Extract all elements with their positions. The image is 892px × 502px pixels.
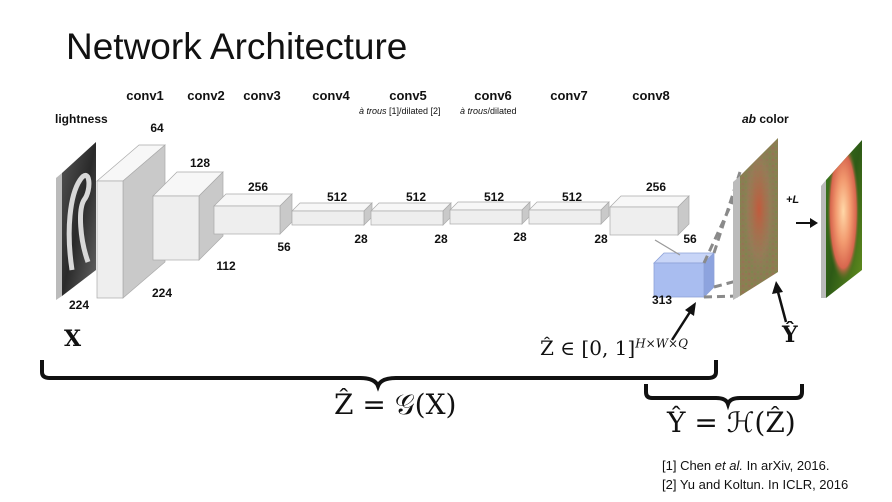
conv8-to-prob-line bbox=[654, 239, 681, 256]
probability-block bbox=[653, 252, 715, 298]
conv4-size-label: 28 bbox=[354, 232, 368, 246]
layer-name-conv2: conv2 bbox=[187, 88, 225, 103]
reference-2: [2] Yu and Koltun. In ICLR, 2016 bbox=[662, 477, 848, 492]
conv2-size-label: 112 bbox=[216, 259, 236, 273]
reference-1-pre: [1] Chen bbox=[662, 458, 715, 473]
layer-name-conv8: conv8 bbox=[632, 88, 670, 103]
conv8-channels-label: 256 bbox=[645, 180, 667, 194]
reference-2-text: [2] Yu and Koltun. In ICLR, 2016 bbox=[662, 477, 849, 492]
conv6-note-rest: /dilated bbox=[487, 106, 517, 116]
conv5-channels-label: 512 bbox=[405, 190, 427, 204]
conv6-size-label: 28 bbox=[513, 230, 527, 244]
y-arrow bbox=[776, 291, 788, 323]
dashed-line-3 bbox=[713, 278, 741, 289]
conv8-size-label: 56 bbox=[683, 232, 697, 246]
z-hat-range-label: Ẑ ∈ [0, 1]H×W×Q bbox=[540, 336, 688, 360]
output-label: ab color bbox=[742, 112, 789, 126]
conv7-size-label: 28 bbox=[594, 232, 608, 246]
h-equation: Ŷ = ℋ(Ẑ) bbox=[667, 406, 796, 439]
layer-name-conv7: conv7 bbox=[550, 88, 588, 103]
conv-block-6 bbox=[449, 201, 531, 225]
conv-block-front bbox=[96, 180, 124, 299]
input-image bbox=[56, 142, 96, 300]
conv7-channels-label: 512 bbox=[561, 190, 583, 204]
ab-color-image bbox=[733, 138, 778, 300]
output-bins-label: 313 bbox=[651, 293, 673, 307]
colorized-output-image bbox=[821, 140, 862, 298]
conv-block-front bbox=[152, 195, 200, 261]
g-brace bbox=[40, 360, 718, 392]
conv-block-top bbox=[370, 202, 452, 212]
y-arrowhead bbox=[772, 281, 783, 294]
input-image-edge bbox=[56, 173, 62, 300]
ab-image-overlay bbox=[740, 138, 778, 296]
dashed-line-4 bbox=[703, 294, 739, 299]
conv-block-5 bbox=[370, 202, 452, 226]
input-label: lightness bbox=[55, 112, 108, 126]
layer-name-conv5: conv5 bbox=[389, 88, 427, 103]
conv-block-4 bbox=[291, 202, 373, 226]
conv5-note: à trous [1]/dilated [2] bbox=[359, 106, 441, 116]
output-label-italic: ab bbox=[742, 112, 757, 126]
conv-block-front bbox=[370, 210, 444, 226]
conv-block-2 bbox=[152, 171, 224, 261]
g-equation: Ẑ = 𝒢(X) bbox=[334, 388, 457, 421]
input-flamingo-shape bbox=[66, 172, 92, 271]
z-hat-range-exponent: H×W×Q bbox=[635, 336, 688, 351]
conv6-note-italic: à trous bbox=[460, 106, 488, 116]
conv-blocks bbox=[96, 144, 690, 299]
conv4-channels-label: 512 bbox=[326, 190, 348, 204]
output-image-bird bbox=[826, 140, 862, 298]
ab-image-edge bbox=[733, 176, 740, 300]
layer-name-conv4: conv4 bbox=[312, 88, 350, 103]
conv-block-3 bbox=[213, 193, 293, 235]
conv5-note-italic: à trous bbox=[359, 106, 387, 116]
reference-1-post: In arXiv, 2016. bbox=[742, 458, 830, 473]
z-arrow bbox=[670, 311, 692, 341]
conv1-channels-label: 64 bbox=[150, 121, 164, 135]
conv5-note-rest: [1]/dilated [2] bbox=[386, 106, 441, 116]
conv3-size-label: 56 bbox=[277, 240, 291, 254]
page-title: Network Architecture bbox=[66, 26, 408, 67]
h-brace bbox=[644, 384, 804, 411]
reference-1-italic: et al. bbox=[714, 458, 743, 473]
plus-l-arrowhead bbox=[810, 218, 818, 228]
conv-block-front bbox=[609, 206, 679, 236]
x-label: X bbox=[64, 326, 82, 352]
output-label-rest: color bbox=[756, 112, 789, 126]
plus-l-label: +L bbox=[786, 194, 800, 206]
conv3-channels-label: 256 bbox=[247, 180, 269, 194]
layer-name-conv6: conv6 bbox=[474, 88, 512, 103]
reference-1: [1] Chen et al. In arXiv, 2016. bbox=[662, 458, 829, 473]
conv-block-7 bbox=[528, 201, 610, 225]
input-size-label: 224 bbox=[68, 298, 90, 312]
conv1-size-label: 224 bbox=[151, 286, 173, 300]
conv-block-top bbox=[609, 195, 690, 208]
layer-name-conv3: conv3 bbox=[243, 88, 281, 103]
layer-name-conv1: conv1 bbox=[126, 88, 164, 103]
z-arrowhead bbox=[685, 302, 696, 316]
conv6-note: à trous/dilated bbox=[460, 106, 517, 116]
conv6-channels-label: 512 bbox=[483, 190, 505, 204]
conv2-channels-label: 128 bbox=[189, 156, 211, 170]
conv-block-front bbox=[213, 205, 281, 235]
conv-block-front bbox=[528, 209, 602, 225]
conv-block-8 bbox=[609, 195, 690, 236]
output-image-edge bbox=[821, 180, 826, 298]
conv-block-top bbox=[213, 193, 293, 207]
conv-block-front bbox=[291, 210, 365, 226]
prob-block-front bbox=[653, 262, 705, 298]
conv-block-top bbox=[291, 202, 373, 212]
z-hat-range-text: Ẑ ∈ [0, 1] bbox=[540, 336, 636, 360]
conv5-size-label: 28 bbox=[434, 232, 448, 246]
y-hat-label: Ŷ bbox=[782, 322, 798, 348]
conv-block-front bbox=[449, 209, 523, 225]
